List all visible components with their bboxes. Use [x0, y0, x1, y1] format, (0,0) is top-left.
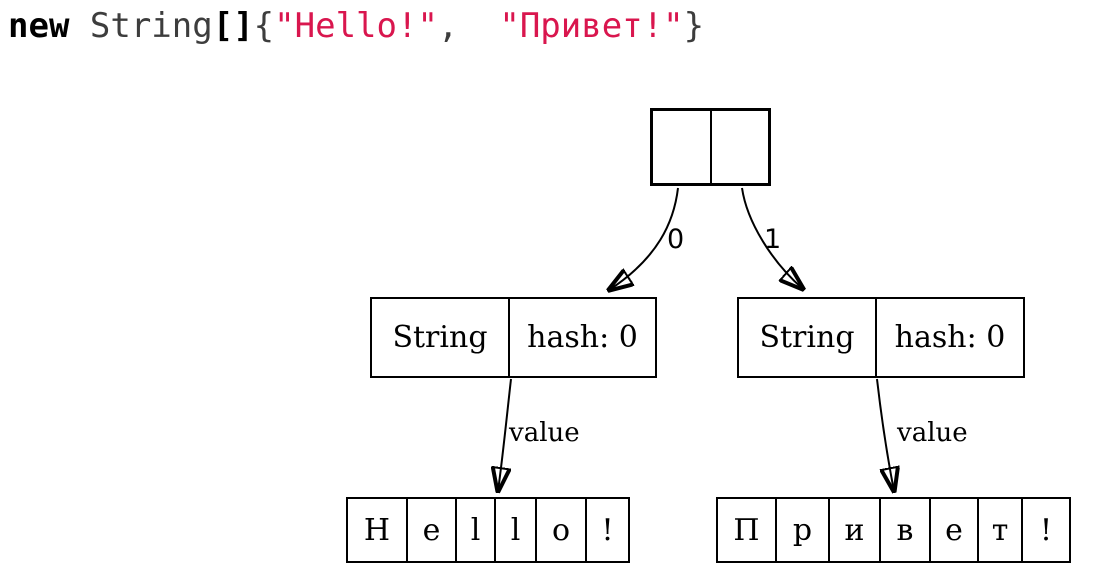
char-cell: е — [931, 499, 979, 561]
edge-label-value-0: value — [509, 418, 580, 448]
char-cell: ! — [1039, 512, 1053, 548]
char-cell: р — [777, 499, 830, 561]
char-cell: e — [408, 499, 457, 561]
edge-label-index-1: 1 — [764, 224, 782, 255]
array-cell-1 — [712, 111, 769, 183]
code-string-literal-hello: "Hello!" — [274, 6, 438, 46]
code-close-brace: } — [683, 6, 705, 46]
char-cell: т — [979, 499, 1023, 561]
array-cell-0 — [653, 111, 712, 183]
char-cell: o — [537, 499, 587, 561]
char-cell: l — [496, 499, 537, 561]
char-cell: ! — [601, 512, 614, 548]
code-comma: , — [437, 6, 500, 46]
char-cell: в — [881, 499, 931, 561]
edge-label-value-1: value — [897, 418, 968, 448]
code-array-brackets: [] — [212, 6, 254, 46]
char-cell: П — [718, 499, 777, 561]
char-cell: и — [830, 499, 881, 561]
string-class-label: String — [372, 299, 510, 376]
code-string-literal-privet: "Привет!" — [499, 6, 684, 46]
string-class-label: String — [739, 299, 877, 376]
char-cell: l — [457, 499, 496, 561]
char-array-node-0: H e l l o ! — [346, 497, 630, 563]
string-hash-field: hash: 0 — [527, 320, 638, 355]
code-keyword-new: new — [8, 6, 70, 46]
string-object-node-1: String hash: 0 — [737, 297, 1025, 378]
array-node — [650, 108, 771, 186]
char-cell: H — [348, 499, 408, 561]
edge-value-1 — [876, 378, 894, 491]
string-hash-field: hash: 0 — [894, 320, 1006, 355]
edge-label-index-0: 0 — [667, 224, 685, 255]
code-expression: new String[]{"Hello!", "Привет!"} — [8, 4, 704, 48]
code-type-string: String — [69, 6, 213, 46]
code-open-brace: { — [253, 6, 275, 46]
char-array-node-1: П р и в е т ! — [716, 497, 1071, 563]
string-object-node-0: String hash: 0 — [370, 297, 657, 378]
